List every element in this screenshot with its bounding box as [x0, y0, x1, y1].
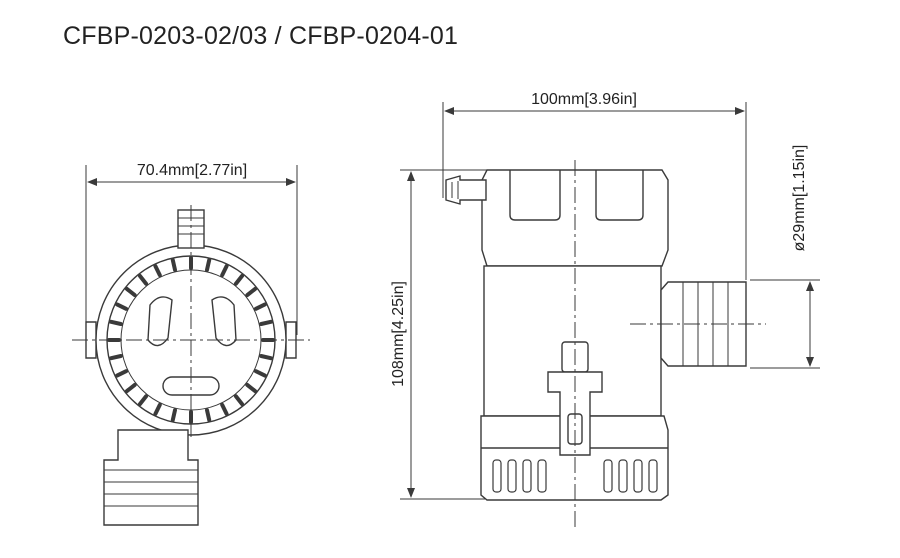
- strainer-slot: [253, 369, 267, 378]
- strainer-slot: [259, 354, 273, 361]
- base-slot: [603, 459, 613, 493]
- base-slot: [537, 459, 547, 493]
- length-dimension-label: 100mm[3.96in]: [531, 91, 637, 108]
- strainer-slot: [233, 273, 245, 286]
- bottom-outlet: [103, 429, 199, 526]
- inlet-opening-left: [147, 296, 173, 347]
- front-view: 70.4mm[2.77in]: [72, 162, 310, 526]
- diameter-dimension-label: ø29mm[1.15in]: [791, 145, 808, 252]
- strainer-slot: [137, 273, 149, 286]
- strainer-slot: [115, 369, 129, 378]
- strainer-slot: [259, 319, 273, 326]
- base-slot: [618, 459, 628, 493]
- strainer-slot: [170, 408, 177, 422]
- outlet-port: [660, 281, 747, 367]
- strainer-slot: [220, 402, 229, 416]
- base-slot: [507, 459, 517, 493]
- base-slots: [492, 459, 658, 493]
- strainer-slot: [124, 382, 137, 394]
- cap-grip-left: [509, 170, 561, 221]
- page-title: CFBP-0203-02/03 / CFBP-0204-01: [63, 22, 459, 50]
- base-slot: [633, 459, 643, 493]
- strainer-slot: [205, 408, 212, 422]
- side-view: 100mm[3.96in] 108mm[4.25in] ø29mm[1.15in…: [390, 91, 820, 528]
- strainer-slot: [253, 302, 267, 311]
- strainer-slot: [205, 258, 212, 272]
- width-dimension-label: 70.4mm[2.77in]: [137, 162, 247, 179]
- strainer-slot: [109, 319, 123, 326]
- base-slot: [522, 459, 532, 493]
- cap-grip-right: [595, 170, 644, 221]
- strainer-slot: [109, 354, 123, 361]
- strainer-slot: [153, 402, 162, 416]
- strainer-slot: [137, 394, 149, 407]
- strainer-slot: [245, 382, 258, 394]
- base-slot: [648, 459, 658, 493]
- side-hose-barb: [445, 175, 487, 205]
- strainer-slot: [220, 264, 229, 278]
- height-dimension-label: 108mm[4.25in]: [390, 281, 407, 387]
- strainer-slot: [233, 394, 245, 407]
- strainer-slot: [245, 286, 258, 298]
- strainer-slot: [124, 286, 137, 298]
- strainer-slot: [170, 258, 177, 272]
- base-slot: [492, 459, 502, 493]
- strainer-slot: [115, 302, 129, 311]
- strainer-slot: [153, 264, 162, 278]
